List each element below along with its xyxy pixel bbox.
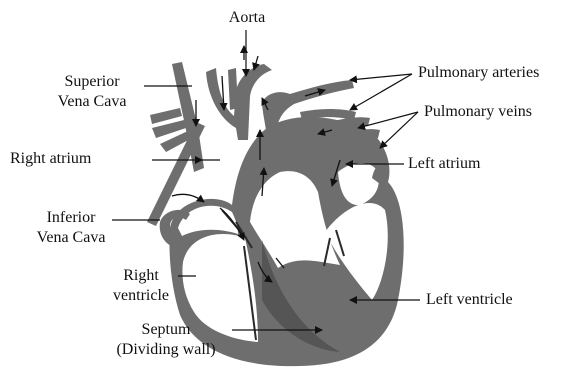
label-inferior-vena-cava-line2: Vena Cava [28,228,114,248]
label-left-atrium: Left atrium [408,154,480,174]
label-right-ventricle-line2: ventricle [104,286,178,306]
label-superior-vena-cava-line1: Superior [44,72,140,92]
label-right-atrium: Right atrium [10,149,91,169]
label-superior-vena-cava: Superior Vena Cava [44,72,140,112]
label-superior-vena-cava-line2: Vena Cava [44,92,140,112]
label-inferior-vena-cava: Inferior Vena Cava [28,208,114,248]
vena-cava-branch-1 [150,108,182,124]
label-right-ventricle: Right ventricle [104,266,178,306]
label-inferior-vena-cava-line1: Inferior [28,208,114,228]
label-aorta: Aorta [222,8,272,28]
label-right-ventricle-line1: Right [104,266,178,286]
aorta-second-branch [228,68,238,110]
label-pulmonary-arteries: Pulmonary arteries [418,63,539,83]
label-septum-line1: Septum [98,320,234,340]
label-left-ventricle: Left ventricle [426,290,513,310]
label-pulmonary-veins: Pulmonary veins [424,102,532,122]
label-septum-line2: (Dividing wall) [98,340,234,360]
label-septum: Septum (Dividing wall) [98,320,234,360]
